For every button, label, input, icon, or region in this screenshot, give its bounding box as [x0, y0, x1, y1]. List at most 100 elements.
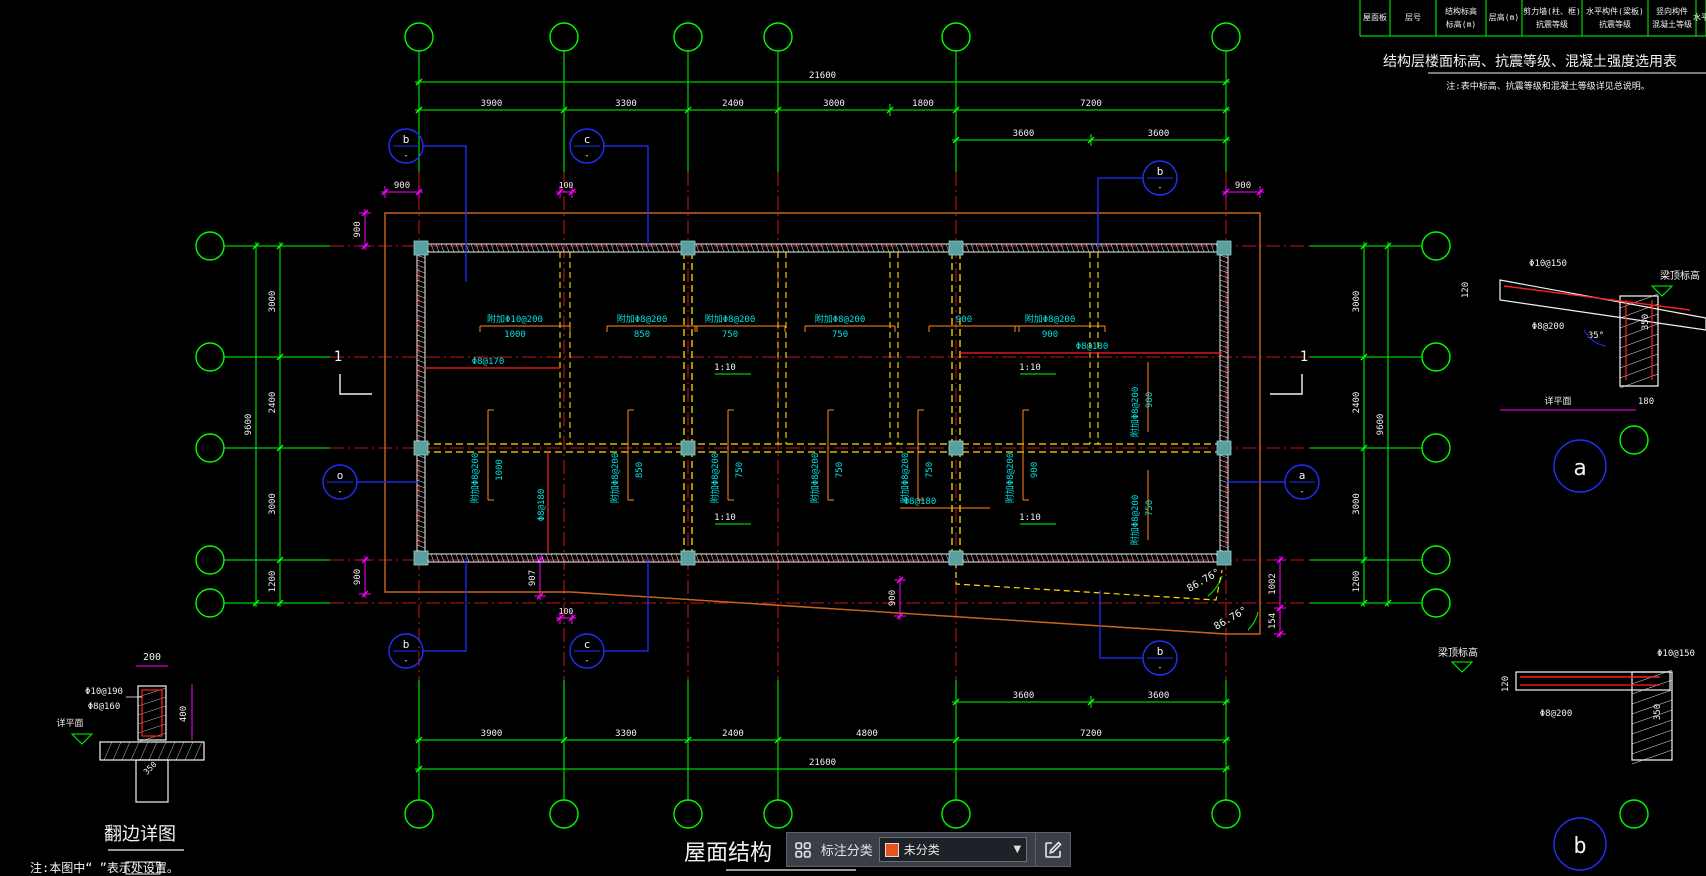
beam-hatch [1040, 243, 1045, 253]
grid-bubble-bottom [673, 799, 703, 829]
beam-hatch [665, 243, 670, 253]
dim-right-slash [1360, 556, 1368, 564]
beam-hatch [470, 553, 475, 563]
column [948, 440, 964, 456]
beam-hatch [720, 243, 725, 253]
beam-hatch [915, 243, 920, 253]
dim-skew2-slash [896, 576, 904, 584]
beam-hatch [1105, 553, 1110, 563]
beam-hatch [416, 544, 426, 549]
drawing-title: 屋面结构 [684, 841, 772, 866]
grid-layout-icon[interactable] [787, 833, 819, 866]
beam-hatch [550, 553, 555, 563]
beam-hatch [585, 553, 590, 563]
beam-hatch [1219, 464, 1229, 469]
beam-hatch [1219, 539, 1229, 544]
beam-hatch [915, 553, 920, 563]
beam-hatch [985, 243, 990, 253]
beam-hatch [515, 243, 520, 253]
beam-hatch [1219, 419, 1229, 424]
beam-hatch [416, 429, 426, 434]
dim-bottom-spans-value: 2400 [722, 729, 744, 739]
beam-hatch [1135, 243, 1140, 253]
beam-hatch [430, 243, 435, 253]
dim-bottom-sub-slash [952, 698, 960, 706]
dim-overhang-small-b-slash [568, 614, 576, 622]
beam-hatch [1150, 553, 1155, 563]
beam-hatch [675, 243, 680, 253]
beam-hatch [1219, 269, 1229, 274]
dim-right-h2-value: 154 [1268, 613, 1278, 629]
beam-hatch [650, 553, 655, 563]
beam-hatch [1219, 379, 1229, 384]
beam-hatch [1015, 243, 1020, 253]
grid-bubble-right [1421, 588, 1451, 618]
dim-top-spans-value: 3300 [615, 99, 637, 109]
beam-hatch [935, 243, 940, 253]
beam-hatch [1219, 404, 1229, 409]
section-marker-sub: - [337, 487, 342, 497]
dim-overhang-tl-slash [381, 188, 389, 196]
beam-hatch [1175, 243, 1180, 253]
dim-skew2-value: 900 [888, 590, 898, 606]
edge-hatch [103, 741, 113, 761]
detail-a-rebar-label: Φ10@150 [1529, 259, 1567, 269]
dim-top-sub-value: 3600 [1148, 129, 1170, 139]
beam-hatch [995, 243, 1000, 253]
beam-hatch [765, 243, 770, 253]
dim-left-slash [276, 242, 284, 250]
beam-hatch [1219, 434, 1229, 439]
dim-overhang-left-b-slash [361, 590, 369, 598]
beam-hatch [975, 243, 980, 253]
roof-skew-edge [570, 591, 1227, 635]
detail-b-hatch [1631, 749, 1673, 765]
column [1216, 240, 1232, 256]
edit-icon[interactable] [1035, 833, 1070, 866]
beam-hatch [1200, 243, 1205, 253]
beam-hatch [1070, 243, 1075, 253]
detail-a-dim: 120 [1461, 282, 1471, 298]
beam-hatch [795, 243, 800, 253]
detail-a-rebar [1625, 300, 1653, 380]
beam-hatch [435, 243, 440, 253]
rebar-vertical-label: 附加Φ8@200 [809, 453, 821, 504]
dim-right-total-slash [1384, 599, 1392, 607]
beam-hatch [850, 243, 855, 253]
beam-hatch [1010, 243, 1015, 253]
rebar-label: 附加Φ8@200 [617, 313, 668, 325]
beam-hatch [1100, 243, 1105, 253]
beam-hatch [1219, 409, 1229, 414]
beam-hatch [1219, 414, 1229, 419]
beam-hatch [416, 489, 426, 494]
annotation-category-label: 标注分类 [820, 844, 873, 859]
dim-top-sub-slash [1087, 136, 1095, 144]
beam-hatch [1000, 553, 1005, 563]
edge-hatch [184, 741, 194, 761]
beam-hatch [1219, 509, 1229, 514]
edge-detail-rebar-label: Φ10@190 [85, 687, 123, 697]
beam-hatch [1219, 314, 1229, 319]
dim-overhang-left-slash [361, 242, 369, 250]
column [680, 550, 696, 566]
beam-hatch [935, 553, 940, 563]
table-header: 层高(m) [1489, 12, 1519, 22]
beam-hatch [1050, 243, 1055, 253]
beam-hatch [1035, 553, 1040, 563]
beam-hatch [910, 243, 915, 253]
chevron-down-icon[interactable]: ▼ [1013, 844, 1022, 855]
dim-overhang-small-value: 100 [559, 181, 574, 190]
beam-hatch [1219, 469, 1229, 474]
beam-hatch [1210, 243, 1215, 253]
beam-hatch [875, 243, 880, 253]
beam-hatch [416, 404, 426, 409]
beam-hatch [416, 259, 426, 264]
annotation-category-select[interactable]: 未分类 ▼ [878, 837, 1028, 862]
beam-hatch [530, 553, 535, 563]
beam-hatch [750, 243, 755, 253]
beam-hatch [800, 553, 805, 563]
beam-hatch [855, 243, 860, 253]
dim-top-spans-value: 1800 [912, 99, 934, 109]
beam-hatch [870, 243, 875, 253]
